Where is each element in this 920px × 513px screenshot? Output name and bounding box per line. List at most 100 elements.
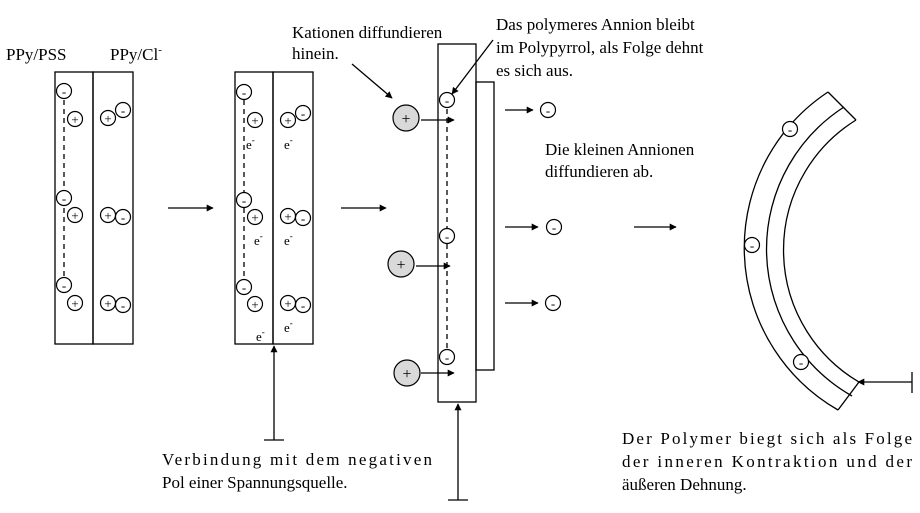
anion-circle	[781, 120, 799, 138]
cation-circle	[246, 111, 264, 129]
anion-circle	[55, 276, 73, 294]
minus-sign: -	[62, 191, 66, 206]
label-anion: Das polymeres Annion bleibt	[496, 15, 695, 34]
anion-circle	[114, 208, 132, 226]
electron-label: e-	[246, 135, 255, 152]
plus-sign: +	[71, 208, 78, 223]
electron-label: e-	[284, 231, 293, 248]
plus-sign: +	[284, 296, 291, 311]
label-ppy-cl: PPy/Cl-	[110, 44, 162, 64]
minus-sign: -	[799, 355, 803, 370]
large-cation-circle	[387, 250, 415, 278]
minus-sign: -	[242, 85, 246, 100]
minus-sign: -	[301, 106, 305, 121]
electron-label: e-	[284, 135, 293, 152]
plus-sign: +	[402, 366, 411, 383]
kationen-pointer	[351, 63, 393, 99]
cation-circle	[66, 110, 84, 128]
cl-layer	[272, 71, 314, 345]
plus-sign: +	[104, 111, 111, 126]
label-kationen: hinein.	[292, 44, 339, 63]
anion-circle	[539, 101, 557, 119]
outer-arc	[743, 91, 839, 411]
minus-sign: -	[301, 298, 305, 313]
bilayer-exchange	[437, 43, 495, 501]
minus-sign: -	[121, 210, 125, 225]
minus-sign: -	[121, 298, 125, 313]
anion-circle	[114, 101, 132, 119]
top-end	[827, 91, 857, 121]
middle-arc	[765, 106, 853, 397]
minus-sign: -	[62, 84, 66, 99]
plus-sign: +	[251, 113, 258, 128]
label-verbindung: Pol einer Spannungsquelle.	[162, 473, 348, 492]
cl-layer	[475, 81, 495, 371]
large-cation-circle	[392, 104, 420, 132]
minus-sign: -	[551, 296, 555, 311]
label-ppy-pss: PPy/PSS	[6, 45, 67, 64]
anion-circle	[544, 294, 562, 312]
anion-circle	[235, 278, 253, 296]
anion-circle	[235, 83, 253, 101]
plus-sign: +	[284, 113, 291, 128]
anion-circle	[545, 218, 563, 236]
plus-sign: +	[251, 297, 258, 312]
electron-label: e-	[256, 327, 265, 344]
minus-sign: -	[445, 350, 449, 365]
minus-sign: -	[121, 103, 125, 118]
bent-actuator	[743, 91, 913, 411]
minus-sign: -	[552, 220, 556, 235]
electron-label: e-	[284, 318, 293, 335]
cl-layer	[92, 71, 134, 345]
label-kleine-anionen: diffundieren ab.	[545, 162, 653, 181]
minus-sign: -	[445, 229, 449, 244]
anion-circle	[55, 189, 73, 207]
label-biegt: Der Polymer biegt sich als Folge	[622, 429, 912, 448]
cation-circle	[246, 295, 264, 313]
anion-circle	[438, 348, 456, 366]
anion-circle	[55, 82, 73, 100]
plus-sign: +	[104, 296, 111, 311]
plus-sign: +	[104, 208, 111, 223]
plus-sign: +	[71, 296, 78, 311]
anion-circle	[438, 227, 456, 245]
minus-sign: -	[445, 93, 449, 108]
label-anion: es sich aus.	[496, 61, 573, 80]
minus-sign: -	[301, 211, 305, 226]
anion-circle	[438, 91, 456, 109]
bottom-end	[837, 381, 860, 411]
anion-circle	[792, 353, 810, 371]
cation-circle	[66, 206, 84, 224]
label-verbindung: Verbindung mit dem negativen	[162, 450, 433, 469]
label-biegt: der inneren Kontraktion und der	[622, 452, 912, 471]
anion-circle	[294, 104, 312, 122]
anion-circle	[294, 296, 312, 314]
cation-circle	[246, 208, 264, 226]
minus-sign: -	[546, 103, 550, 118]
minus-sign: -	[62, 278, 66, 293]
anion-circle	[235, 191, 253, 209]
minus-sign: -	[242, 193, 246, 208]
cation-circle	[99, 109, 117, 127]
anion-circle	[294, 209, 312, 227]
electron-label: e-	[254, 231, 263, 248]
plus-sign: +	[284, 209, 291, 224]
inner-arc	[782, 119, 860, 383]
bilayer-charged	[234, 71, 314, 441]
anion-circle	[114, 296, 132, 314]
minus-sign: -	[242, 280, 246, 295]
minus-sign: -	[788, 122, 792, 137]
label-biegt: äußeren Dehnung.	[622, 475, 747, 494]
plus-sign: +	[401, 111, 410, 128]
label-kationen: Kationen diffundieren	[292, 23, 443, 42]
anion-pointer	[451, 39, 494, 95]
cation-circle	[66, 294, 84, 312]
cation-circle	[279, 111, 297, 129]
plus-sign: +	[251, 210, 258, 225]
plus-sign: +	[71, 112, 78, 127]
minus-sign: -	[750, 238, 754, 253]
anion-circle	[743, 236, 761, 254]
label-kleine-anionen: Die kleinen Annionen	[545, 140, 695, 159]
large-cation-circle	[393, 359, 421, 387]
